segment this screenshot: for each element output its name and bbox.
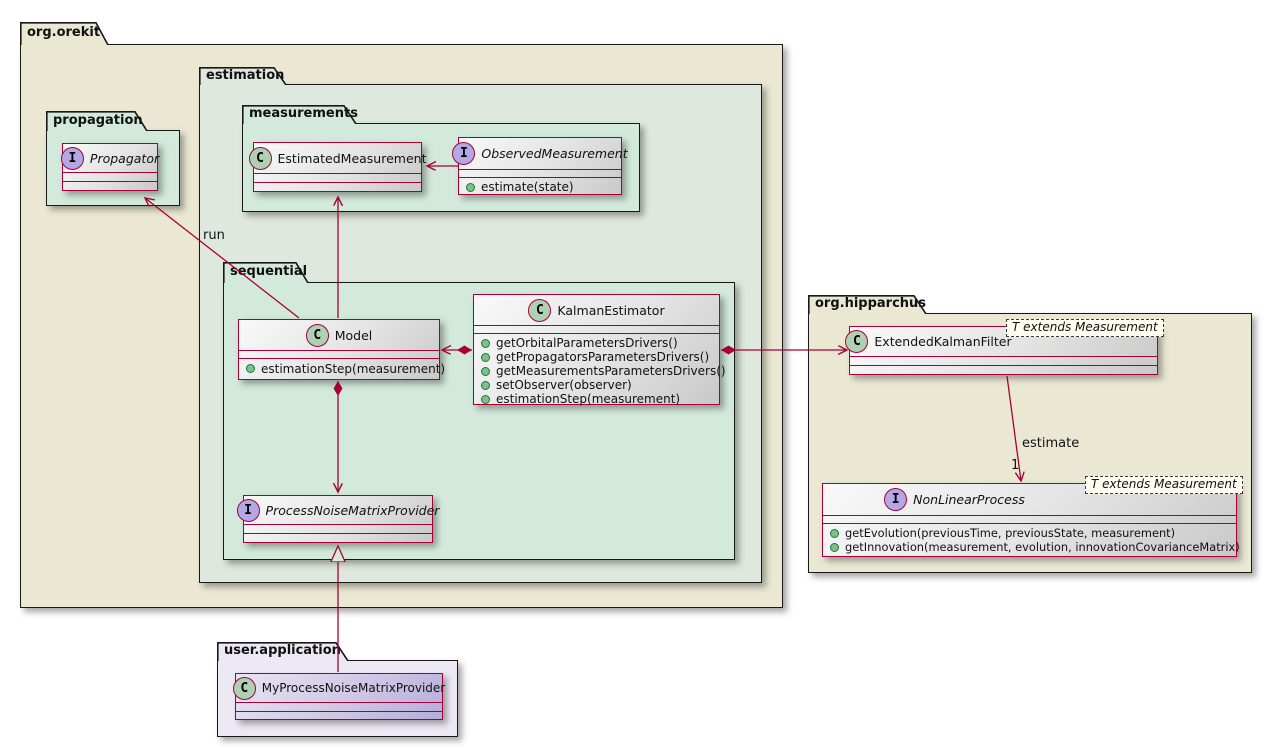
methods-compartment — [850, 365, 1157, 374]
package-tab-sequential: sequential — [223, 262, 309, 283]
method-label: getInnovation(measurement, evolution, in… — [845, 540, 1240, 554]
method-label: getEvolution(previousTime, previousState… — [845, 526, 1176, 540]
class-name: MyProcessNoiseMatrixProvider — [261, 681, 446, 695]
class-icon: C — [232, 676, 256, 700]
method-label: estimate(state) — [481, 180, 574, 194]
public-method-icon — [830, 542, 839, 552]
public-method-icon — [481, 366, 490, 376]
method-row: getInnovation(measurement, evolution, in… — [830, 540, 1240, 554]
class-icon: C — [845, 330, 869, 353]
attributes-compartment — [239, 350, 439, 358]
package-tab-measurements: measurements — [242, 105, 358, 124]
class-box-kalman-estimator: C KalmanEstimator getOrbitalParametersDr… — [473, 294, 726, 406]
package-label: user.application — [224, 643, 341, 658]
interface-icon: I — [884, 488, 908, 511]
edge-label-run: run — [203, 228, 225, 243]
edge-label-estimate: estimate — [1022, 436, 1080, 451]
method-row: setObserver(observer) — [481, 378, 713, 392]
package-tab-org-hipparchus: org.hipparchus — [808, 295, 927, 314]
public-method-icon — [481, 380, 490, 390]
methods-compartment: getEvolution(previousTime, previousState… — [823, 523, 1240, 557]
class-box-non-linear-process: I NonLinearProcess getEvolution(previous… — [822, 483, 1240, 557]
class-name: ObservedMeasurement — [481, 146, 628, 161]
method-label: getOrbitalParametersDrivers() — [496, 336, 678, 350]
attributes-compartment — [244, 524, 432, 533]
attributes-compartment — [459, 169, 621, 177]
package-label: measurements — [249, 106, 358, 121]
methods-compartment — [254, 182, 421, 191]
method-row: getEvolution(previousTime, previousState… — [830, 526, 1230, 540]
method-label: getPropagatorsParametersDrivers() — [496, 350, 710, 364]
method-label: setObserver(observer) — [496, 378, 632, 392]
methods-compartment — [244, 533, 432, 542]
generic-tag-non-linear-process: T extends Measurement — [1085, 476, 1243, 494]
public-method-icon — [481, 394, 490, 404]
attributes-compartment — [823, 515, 1236, 523]
package-tab-user-application: user.application — [217, 642, 349, 661]
method-label: getMeasurementsParametersDrivers() — [496, 364, 726, 378]
class-box-process-noise-matrix-provider: I ProcessNoiseMatrixProvider — [236, 495, 439, 543]
package-label: sequential — [230, 264, 308, 279]
method-row: estimate(state) — [466, 180, 615, 194]
package-tab-estimation: estimation — [199, 67, 287, 85]
method-row: getOrbitalParametersDrivers() — [481, 336, 713, 350]
method-row: getMeasurementsParametersDrivers() — [481, 364, 726, 378]
generic-tag-extended-kalman-filter: T extends Measurement — [1006, 319, 1164, 337]
method-row: estimationStep(measurement) — [481, 392, 713, 406]
package-label: org.orekit — [27, 25, 101, 40]
method-label: estimationStep(measurement) — [496, 392, 681, 406]
public-method-icon — [481, 338, 490, 348]
package-tab-org-orekit: org.orekit — [20, 22, 109, 45]
class-box-estimated-measurement: C EstimatedMeasurement — [248, 142, 426, 192]
class-name: EstimatedMeasurement — [277, 150, 427, 166]
class-icon: C — [528, 298, 552, 322]
attributes-compartment — [850, 356, 1157, 365]
public-method-icon — [246, 364, 255, 373]
class-name: Model — [334, 327, 373, 343]
attributes-compartment — [474, 325, 719, 333]
methods-compartment: estimationStep(measurement) — [239, 358, 445, 379]
method-row: estimationStep(measurement) — [246, 362, 445, 376]
methods-compartment — [63, 181, 157, 190]
class-name: ProcessNoiseMatrixProvider — [265, 502, 440, 518]
class-icon: C — [248, 146, 272, 170]
class-name: KalmanEstimator — [557, 302, 665, 318]
public-method-icon — [481, 352, 490, 362]
package-label: propagation — [53, 112, 143, 128]
attributes-compartment — [63, 172, 157, 181]
methods-compartment: estimate(state) — [459, 177, 621, 197]
class-box-observed-measurement: I ObservedMeasurement estimate(state) — [452, 137, 628, 197]
class-icon: C — [305, 323, 329, 347]
public-method-icon — [830, 528, 839, 538]
methods-compartment: getOrbitalParametersDrivers() getPropaga… — [474, 333, 726, 409]
method-row: getPropagatorsParametersDrivers() — [481, 350, 713, 364]
class-box-propagator: I Propagator — [60, 143, 160, 191]
class-name: ExtendedKalmanFilter — [874, 334, 1012, 349]
package-label: estimation — [206, 67, 285, 83]
class-box-model: C Model estimationStep(measurement) — [238, 319, 445, 380]
interface-icon: I — [236, 498, 260, 522]
attributes-compartment — [236, 702, 442, 711]
package-tab-propagation: propagation — [46, 111, 148, 131]
class-box-my-process-noise-matrix-provider: C MyProcessNoiseMatrixProvider — [232, 673, 446, 720]
public-method-icon — [466, 182, 475, 192]
interface-icon: I — [452, 142, 476, 165]
package-label: org.hipparchus — [815, 296, 927, 311]
attributes-compartment — [254, 173, 421, 182]
class-name: NonLinearProcess — [913, 492, 1025, 507]
edge-label-multiplicity: 1 — [1011, 458, 1020, 473]
method-label: estimationStep(measurement) — [261, 361, 446, 376]
interface-icon: I — [60, 146, 84, 170]
methods-compartment — [236, 710, 442, 720]
class-name: Propagator — [89, 150, 160, 166]
